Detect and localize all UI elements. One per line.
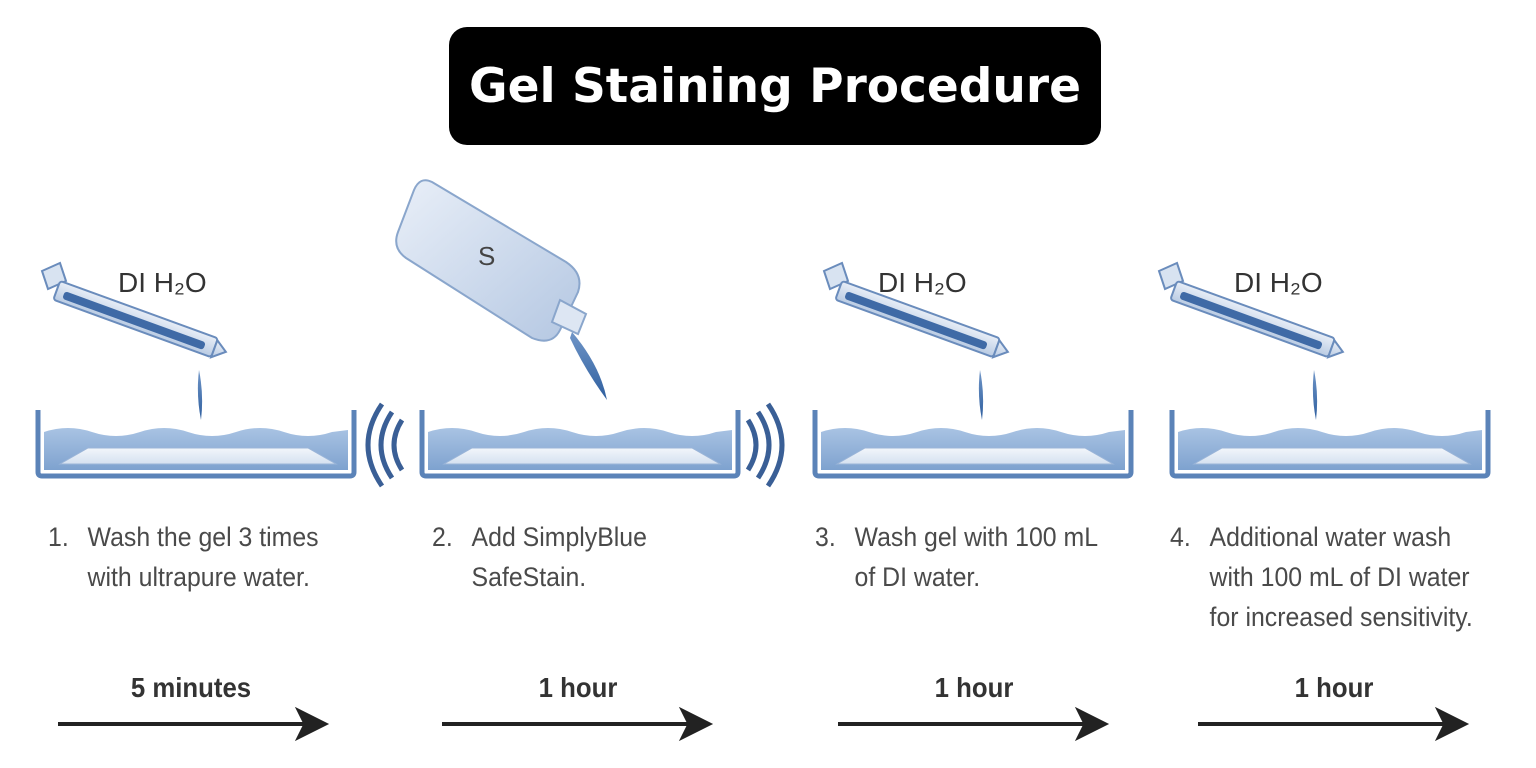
arrow-icon — [1198, 706, 1470, 742]
page-title: Gel Staining Procedure — [469, 58, 1081, 114]
step-number: 3. — [815, 522, 836, 552]
arrow-icon — [442, 706, 714, 742]
step-4-duration: 1 hour — [1294, 672, 1374, 703]
step-line: with ultrapure water. — [87, 562, 310, 592]
step-line: Additional water wash — [1209, 522, 1452, 552]
reagent-label: DI H₂O — [1234, 267, 1323, 298]
step-1-duration: 5 minutes — [130, 672, 252, 703]
step-line: SafeStain. — [471, 562, 587, 592]
step-2-duration: 1 hour — [538, 672, 618, 703]
reagent-label: DI H₂O — [118, 267, 207, 298]
water-stream-icon — [197, 370, 203, 420]
water-stream-icon — [1312, 370, 1318, 420]
tray-icon — [815, 410, 1131, 476]
step-number: 2. — [432, 522, 453, 552]
arrow-icon — [58, 706, 330, 742]
title-banner: Gel Staining Procedure — [449, 27, 1101, 145]
tray-icon — [422, 410, 738, 476]
tray-icon — [1172, 410, 1488, 476]
step-line: of DI water. — [854, 562, 981, 592]
step-2-illustration: S — [365, 179, 785, 488]
step-4-illustration — [1158, 262, 1488, 476]
step-line: Add SimplyBlue — [471, 522, 647, 552]
bottle-label: S — [478, 241, 495, 271]
step-1-illustration — [38, 262, 354, 476]
step-line: with 100 mL of DI water — [1209, 562, 1470, 592]
step-3-duration: 1 hour — [934, 672, 1014, 703]
timeline-arrows — [58, 706, 1470, 742]
step-line: for increased sensitivity. — [1209, 602, 1473, 632]
step-3-illustration — [815, 262, 1131, 476]
step-line: Wash the gel 3 times — [87, 522, 319, 552]
shaker-wave-icon — [365, 402, 405, 488]
arrow-icon — [838, 706, 1110, 742]
reagent-label: DI H₂O — [878, 267, 967, 298]
step-number: 1. — [48, 522, 69, 552]
bottle-icon: S — [395, 179, 588, 342]
tray-icon — [38, 410, 354, 476]
step-line: Wash gel with 100 mL — [854, 522, 1099, 552]
stain-stream-icon — [570, 332, 607, 400]
shaker-wave-icon — [745, 402, 785, 488]
step-number: 4. — [1170, 522, 1191, 552]
water-stream-icon — [978, 370, 984, 420]
